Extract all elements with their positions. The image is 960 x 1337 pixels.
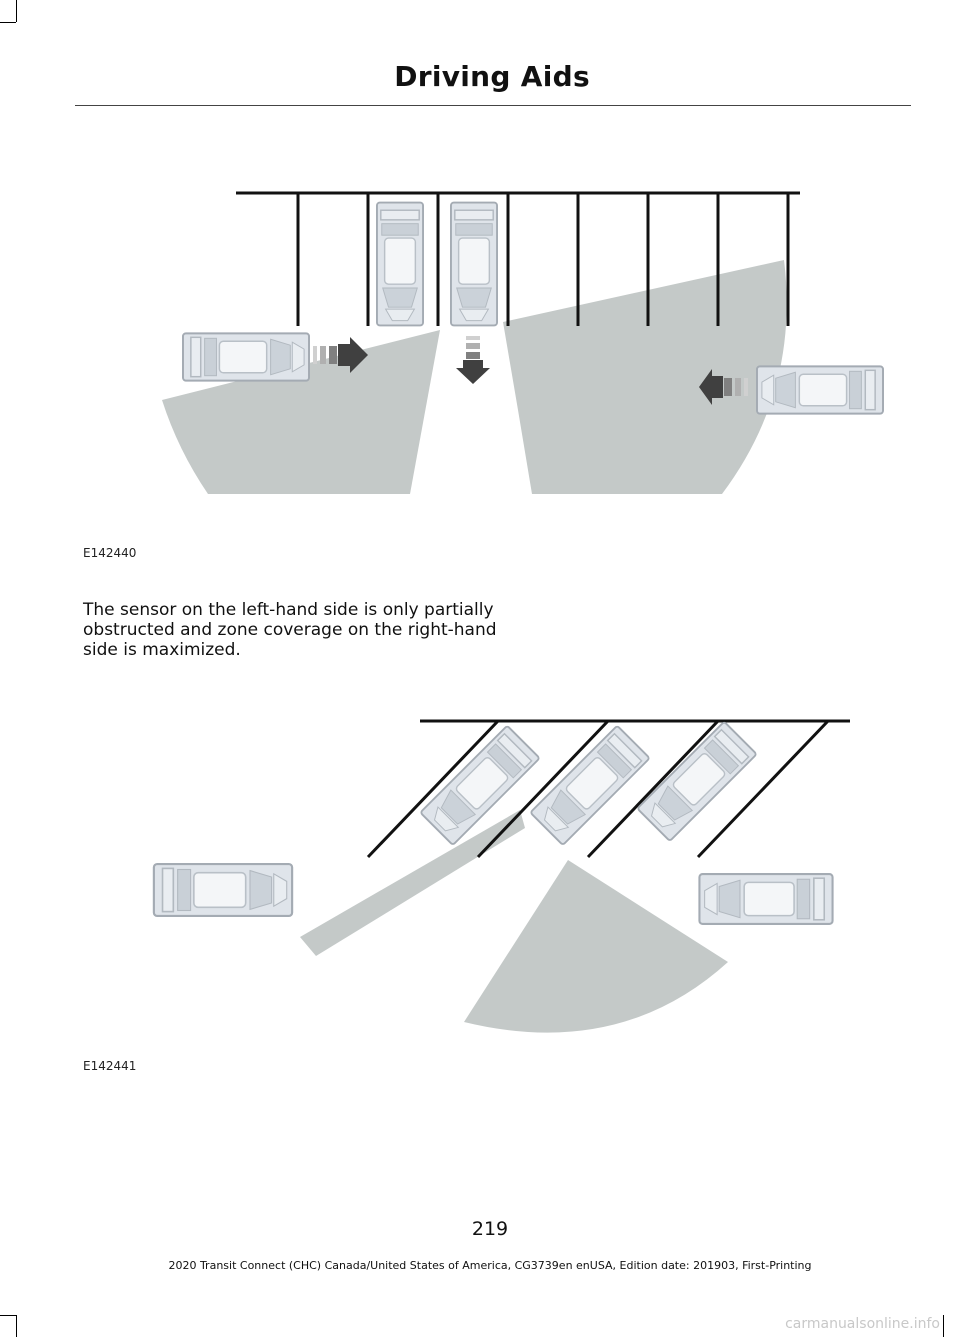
footer-edition: 2020 Transit Connect (CHC) Canada/United… [168,1259,812,1272]
sensor-zone-right [503,260,787,494]
arrow-down-icon [456,336,490,384]
parked-car-reversing [450,201,498,327]
arrow-left-icon [699,369,748,405]
crop-mark [16,0,17,22]
figure-parking-perpendicular [162,191,884,494]
approaching-car-right [698,873,834,925]
header-divider [75,105,911,106]
parking-lines [236,191,800,326]
parked-car [636,720,758,843]
watermark: carmanualsonline.info [785,1316,940,1332]
sensor-zone-left [300,810,525,956]
sensor-zone-left [162,330,440,494]
parked-car [376,201,424,327]
crop-mark [943,1315,944,1337]
arrow-right-icon [313,337,368,373]
page-number: 219 [471,1218,509,1240]
crop-mark [16,1315,17,1337]
approaching-car-left [182,332,310,382]
crop-mark [0,22,16,23]
crop-mark [0,1315,16,1316]
body-paragraph: The sensor on the left-hand side is only… [83,600,497,660]
page-title: Driving Aids [394,60,590,93]
approaching-car-right [756,365,884,415]
figure-code: E142440 [83,546,137,560]
approaching-car-left [152,863,294,917]
figure-parking-angled [152,719,850,1033]
parking-lines [366,719,850,859]
sensor-zone-right [464,860,728,1033]
figure-code: E142441 [83,1059,137,1073]
